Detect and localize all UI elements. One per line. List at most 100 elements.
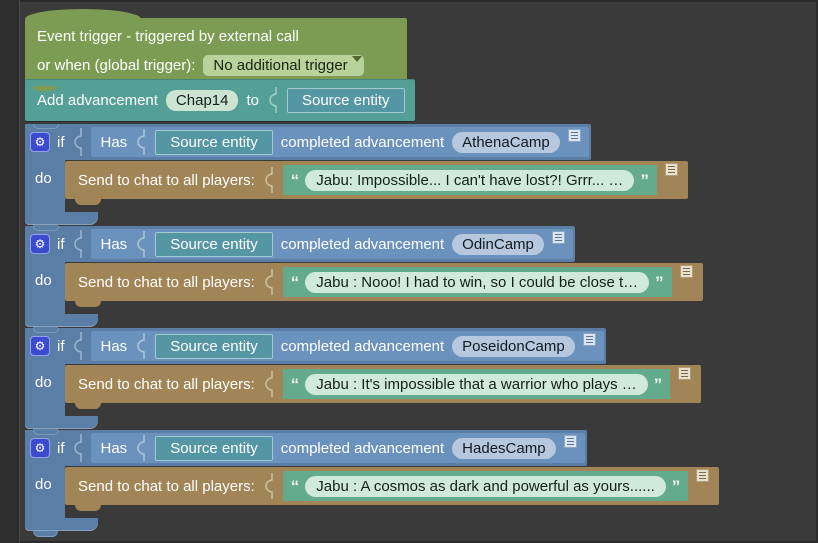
next-connector-bump [75,301,101,307]
event-trigger-label: Event trigger - triggered by external ca… [37,27,299,45]
comment-icon[interactable] [567,129,581,142]
value-socket-icon [137,333,145,359]
if-row[interactable]: ⚙ if Has Source entity completed advance… [25,328,606,364]
completed-advancement-label: completed advancement [280,235,445,253]
advancement-name-field[interactable]: PoseidonCamp [452,335,575,357]
source-entity-block[interactable]: Source entity [155,129,273,155]
gear-icon[interactable]: ⚙ [30,438,50,458]
do-label: do [35,170,52,187]
advancement-name-field[interactable]: AthenaCamp [452,131,560,153]
source-entity-label: Source entity [170,439,258,457]
has-label: Has [100,439,128,457]
close-quote-icon: ” [671,476,681,496]
gear-glyph: ⚙ [34,441,46,455]
value-socket-icon [73,230,82,258]
has-label: Has [100,337,128,355]
global-trigger-dropdown[interactable]: No additional trigger [203,54,364,76]
text-string-block[interactable]: “ Jabu : Nooo! I had to win, so I could … [282,267,672,297]
comment-icon[interactable] [582,333,596,346]
if-block-bottom-bar [25,212,98,231]
comment-icon[interactable] [678,367,692,380]
comment-icon[interactable] [664,163,678,176]
close-quote-icon: ” [653,374,663,394]
add-advancement-block[interactable]: Add advancement Chap14 to Source entity [25,79,415,121]
source-entity-label: Source entity [170,235,258,253]
has-advancement-condition-block[interactable]: Has Source entity completed advancement … [90,127,589,157]
close-quote-icon: ” [655,272,664,292]
do-label: do [35,272,52,289]
if-do-block[interactable]: ⚙ if Has Source entity completed advance… [25,226,818,333]
message-text-field[interactable]: Jabu : A cosmos as dark and powerful as … [305,475,666,497]
if-do-block[interactable]: ⚙ if Has Source entity completed advance… [25,328,818,435]
if-do-block[interactable]: ⚙ if Has Source entity completed advance… [25,124,818,231]
comment-icon[interactable] [696,469,710,482]
chevron-down-icon [351,55,362,62]
send-chat-block[interactable]: Send to chat to all players: “ Jabu : It… [65,365,702,409]
if-row[interactable]: ⚙ if Has Source entity completed advance… [25,430,587,466]
gear-glyph: ⚙ [34,237,46,251]
source-entity-block[interactable]: Source entity [155,435,273,461]
source-entity-block[interactable]: Source entity [155,333,273,359]
advancement-name-field[interactable]: OdinCamp [452,233,544,255]
send-chat-label: Send to chat to all players: [78,477,255,495]
open-quote-icon: “ [290,374,300,394]
gear-glyph: ⚙ [34,135,46,149]
if-do-block[interactable]: ⚙ if Has Source entity completed advance… [25,430,818,537]
gear-icon[interactable]: ⚙ [30,336,50,356]
comment-icon[interactable] [563,435,577,448]
do-label: do [35,374,52,391]
gear-icon[interactable]: ⚙ [30,234,50,254]
if-block-bottom-bar [25,416,98,435]
message-text-field[interactable]: Jabu : It's impossible that a warrior wh… [305,373,648,395]
global-trigger-label: or when (global trigger): [37,56,196,74]
if-block-bottom-bar [25,314,98,333]
value-socket-icon [269,87,277,113]
connector-notch [33,328,59,333]
has-advancement-condition-block[interactable]: Has Source entity completed advancement … [90,331,604,361]
text-string-block[interactable]: “ Jabu : It's impossible that a warrior … [282,369,671,399]
source-entity-label: Source entity [170,337,258,355]
send-chat-block[interactable]: Send to chat to all players: “ Jabu: Imp… [65,161,688,205]
has-advancement-condition-block[interactable]: Has Source entity completed advancement … [90,433,585,463]
has-advancement-condition-block[interactable]: Has Source entity completed advancement … [90,229,573,259]
message-text-field[interactable]: Jabu: Impossible... I can't have lost?! … [305,169,635,191]
completed-advancement-label: completed advancement [280,439,445,457]
text-string-block[interactable]: “ Jabu : A cosmos as dark and powerful a… [282,471,689,501]
value-socket-icon [73,332,82,360]
send-chat-block[interactable]: Send to chat to all players: “ Jabu : No… [65,263,703,307]
completed-advancement-label: completed advancement [280,337,445,355]
add-advancement-label: Add advancement [37,91,158,109]
advancement-name-field[interactable]: Chap14 [165,89,239,111]
connector-notch [33,124,59,129]
completed-advancement-label: completed advancement [280,133,445,151]
event-trigger-block[interactable]: Event trigger - triggered by external ca… [25,9,407,91]
source-entity-block[interactable]: Source entity [286,87,405,113]
advancement-name-field[interactable]: HadesCamp [452,437,556,459]
global-trigger-dropdown-value: No additional trigger [213,56,348,74]
if-row[interactable]: ⚙ if Has Source entity completed advance… [25,124,591,160]
next-connector-bump [75,505,101,511]
if-label: if [57,235,65,253]
value-socket-icon [265,269,273,295]
if-row[interactable]: ⚙ if Has Source entity completed advance… [25,226,575,262]
to-label: to [246,91,259,109]
source-entity-label: Source entity [170,133,258,151]
gear-icon[interactable]: ⚙ [30,132,50,152]
message-text-field[interactable]: Jabu : Nooo! I had to win, so I could be… [305,271,650,293]
send-chat-block[interactable]: Send to chat to all players: “ Jabu : A … [65,467,720,511]
comment-icon[interactable] [679,265,693,278]
source-entity-block[interactable]: Source entity [155,231,273,257]
if-label: if [57,133,65,151]
workspace-gutter [0,0,20,543]
has-label: Has [100,235,128,253]
comment-icon[interactable] [551,231,565,244]
source-entity-label: Source entity [301,91,390,109]
text-string-block[interactable]: “ Jabu: Impossible... I can't have lost?… [282,165,657,195]
open-quote-icon: “ [290,170,300,190]
value-socket-icon [137,435,145,461]
send-chat-label: Send to chat to all players: [78,171,255,189]
if-label: if [57,439,65,457]
do-label: do [35,476,52,493]
value-socket-icon [73,434,82,462]
